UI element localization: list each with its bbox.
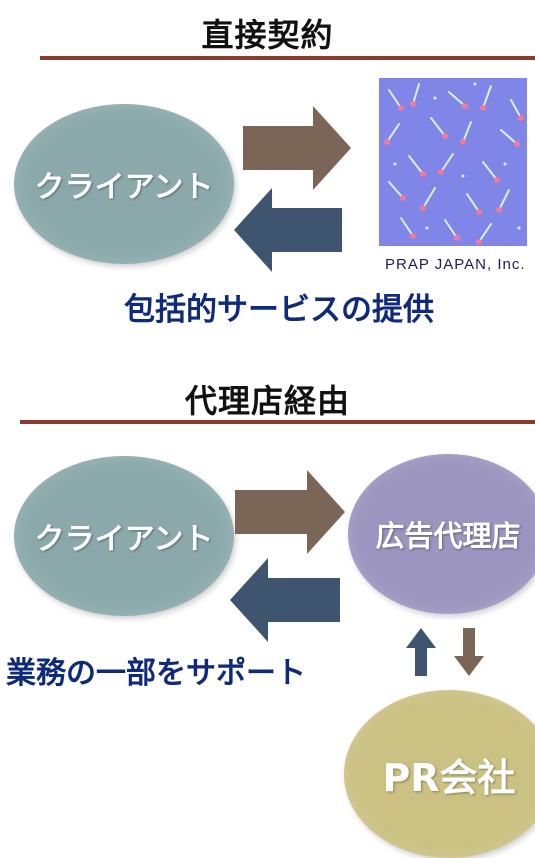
pr-company-label: PR会社: [382, 755, 516, 800]
direct-client-label: クライアント: [34, 170, 214, 205]
direct-arrow-left: [234, 188, 342, 272]
arrow-up-to-agency: [406, 628, 436, 676]
ad-agency-node: 広告代理店: [348, 454, 535, 614]
prap-japan-logo-pattern: [384, 82, 524, 245]
agency-arrow-left: [230, 558, 340, 642]
direct-arrow-right: [243, 106, 351, 190]
direct-contract-caption: 包括的サービスの提供: [124, 292, 434, 328]
ad-agency-label: 広告代理店: [375, 519, 521, 553]
agency-route-divider: [20, 420, 535, 424]
prap-japan-logo-text: PRAP JAPAN, Inc.: [385, 256, 526, 273]
agency-route-title: 代理店経由: [184, 382, 350, 420]
agency-arrow-right: [235, 470, 345, 554]
pr-company-node: PR会社: [344, 690, 535, 858]
direct-contract-divider: [40, 56, 535, 60]
agency-route-caption: 業務の一部をサポート: [6, 656, 306, 691]
agency-client-node: クライアント: [14, 456, 234, 616]
prap-japan-logo: [379, 78, 527, 246]
agency-client-label: クライアント: [34, 522, 214, 557]
direct-contract-title: 直接契約: [201, 16, 334, 54]
direct-client-node: クライアント: [14, 104, 234, 264]
arrow-down-to-pr: [454, 628, 484, 676]
